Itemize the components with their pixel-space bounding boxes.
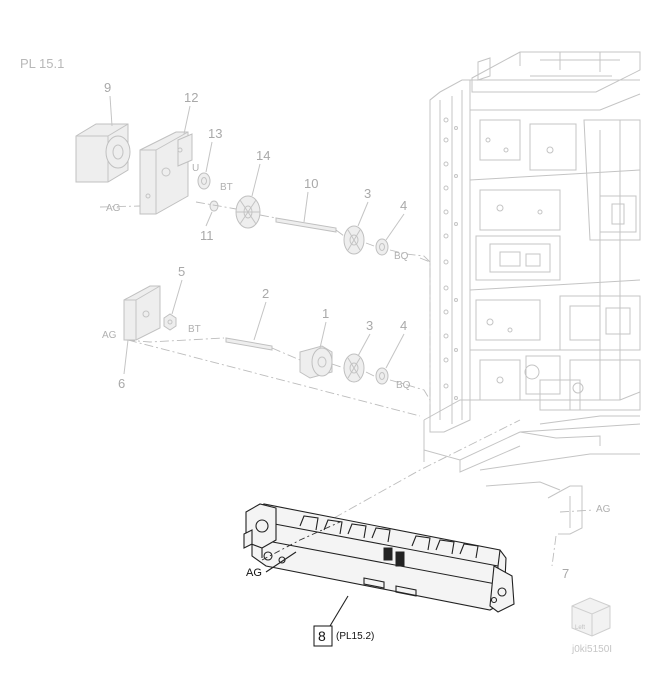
machine-frame	[423, 51, 641, 535]
callout-2: 2	[262, 286, 269, 301]
upper-drive-assembly	[75, 123, 431, 263]
page-title: PL 15.1	[20, 56, 64, 71]
gear-3-upper	[343, 225, 365, 255]
motor-9	[75, 123, 131, 183]
feeder-assembly-8	[243, 503, 515, 613]
callout-11: 11	[200, 228, 214, 243]
roll-1	[299, 345, 333, 379]
left-view-cube-icon: Left	[571, 597, 611, 637]
reference-sub: (PL15.2)	[336, 631, 374, 642]
tag-ag-assembly: AG	[246, 567, 262, 579]
callout-14: 14	[256, 148, 270, 163]
tag-ag-lower: AG	[102, 330, 117, 341]
callouts: 9 12 13 14 10 3 4 11 5 2 1 3 4 6 7	[104, 80, 569, 581]
reference-number: 8	[318, 628, 326, 644]
shaft-10	[275, 217, 337, 233]
callout-10: 10	[304, 176, 318, 191]
callout-3b: 3	[366, 318, 373, 333]
tag-ag-right: AG	[596, 504, 611, 515]
ag-leader	[265, 551, 297, 573]
bracket-6	[123, 285, 161, 341]
gear-13	[197, 172, 211, 190]
bracket-12	[139, 131, 193, 215]
callout-4a: 4	[400, 198, 407, 213]
bearing-4-lower	[375, 367, 389, 385]
callout-6: 6	[118, 376, 125, 391]
reference-box	[313, 625, 333, 647]
callout-12: 12	[184, 90, 198, 105]
reference-callout-8: 8 (PL15.2)	[313, 595, 374, 647]
tag-labels: AG U BT BQ AG BT BQ AG	[102, 163, 611, 515]
tag-bt-upper: BT	[220, 182, 233, 193]
bearing-4-upper	[375, 238, 389, 256]
gear-14	[235, 195, 261, 229]
callout-leaders	[109, 95, 405, 375]
callout-9: 9	[104, 80, 111, 95]
lower-drive-assembly	[123, 285, 431, 401]
view-icon-label: Left	[575, 625, 585, 631]
figure-id: j0ki5150I	[571, 644, 612, 655]
callout-7: 7	[562, 566, 569, 581]
nut-5	[163, 313, 177, 331]
callout-1: 1	[322, 306, 329, 321]
tag-bt-lower: BT	[188, 324, 201, 335]
tag-bq-lower: BQ	[396, 380, 411, 391]
shaft-2	[225, 337, 273, 351]
callout-13: 13	[208, 126, 222, 141]
tag-ag-upper: AG	[106, 203, 121, 214]
tag-u: U	[192, 163, 199, 174]
callout-3a: 3	[364, 186, 371, 201]
callout-5: 5	[178, 264, 185, 279]
callout-4b: 4	[400, 318, 407, 333]
tag-bq-upper: BQ	[394, 251, 409, 262]
gear-3-lower	[343, 353, 365, 383]
assembly-guide-lines	[127, 257, 595, 567]
